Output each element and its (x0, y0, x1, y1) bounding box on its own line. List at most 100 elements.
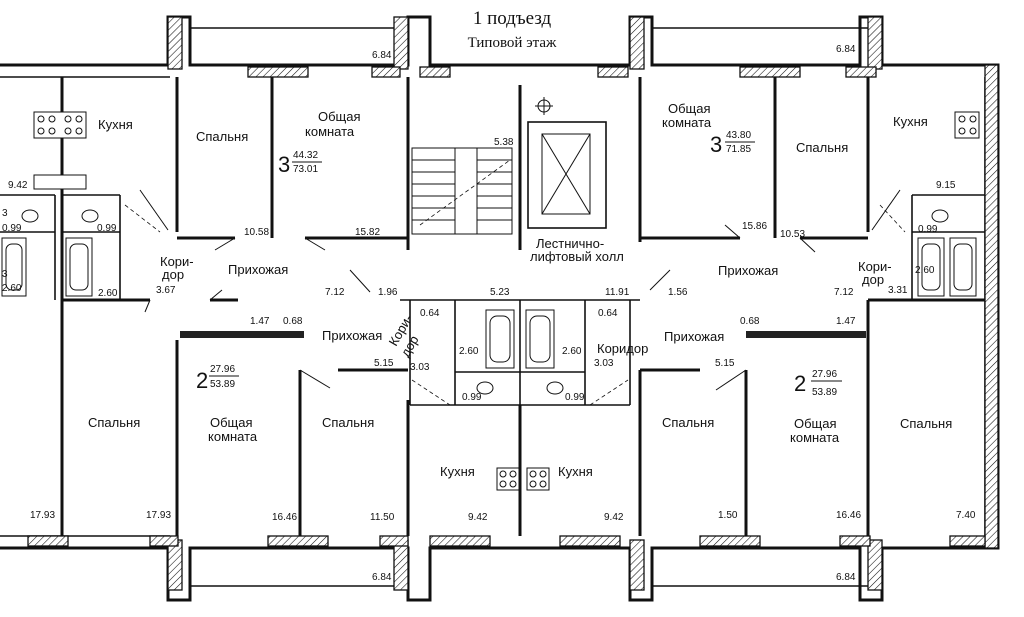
area-closet-cl: 0.64 (420, 308, 440, 319)
area-kitchen-far-left: 9.42 (8, 180, 28, 191)
apt-total-area-br: 53.89 (812, 387, 837, 398)
label-corridor-tr-1: Кори- (858, 259, 892, 274)
label-kitchen-tr: Кухня (893, 114, 928, 129)
area-closet-br-a: 0.68 (740, 316, 760, 327)
area-corridor-tr: 3.31 (888, 285, 908, 296)
fixtures (1, 111, 980, 491)
label-kitchen-br: Кухня (558, 464, 593, 479)
page-subtitle: Типовой этаж (468, 35, 557, 51)
apt-living-area-br: 27.96 (812, 369, 837, 380)
area-balcony-bottom-right: 6.84 (836, 572, 856, 583)
area-wc-cr: 0.99 (565, 392, 585, 403)
area-stair-b: 5.23 (490, 287, 510, 298)
apt-rooms-bl: 2 (196, 368, 208, 393)
label-bedroom-tl: Спальня (196, 129, 248, 144)
label-kitchen-bl: Кухня (440, 464, 475, 479)
area-closet-br-b: 1.47 (836, 316, 856, 327)
area-living-tl: 15.82 (355, 227, 380, 238)
area-bedroom-tr: 10.53 (780, 229, 805, 240)
hatched-pilasters (27, 16, 999, 591)
area-lobby-mid: 11.91 (605, 287, 630, 298)
interior-walls (0, 77, 985, 536)
area-kitchen-tr: 9.15 (936, 180, 956, 191)
area-wc-tl: 0.99 (97, 223, 117, 234)
area-hall-tr: 7.12 (834, 287, 854, 298)
label-bedroom-far-left: Спальня (88, 415, 140, 430)
label-corridor-tl-2: дор (162, 267, 184, 282)
area-balcony-bottom-left: 6.84 (372, 572, 392, 583)
label-corridor-cr: Коридор (597, 341, 648, 356)
apt-living-area-bl: 27.96 (210, 364, 235, 375)
apt-total-area-tr: 71.85 (726, 144, 751, 155)
balconies (190, 27, 868, 587)
area-bedroom-far-left: 17.93 (30, 510, 55, 521)
area-bath-far-left-c: 3 (2, 269, 8, 280)
label-living-bl-2: комната (208, 429, 258, 444)
area-bath-tl: 2.60 (98, 288, 118, 299)
area-bath-cr: 2.60 (562, 346, 582, 357)
area-balcony-top-right: 6.84 (836, 44, 856, 55)
area-stair-a: 5.38 (494, 137, 514, 148)
area-bedroom-far-right: 7.40 (956, 510, 976, 521)
area-closet-bl-a: 1.47 (250, 316, 270, 327)
area-bedroom-bl: 17.93 (146, 510, 171, 521)
area-living-bl: 16.46 (272, 512, 297, 523)
area-kitchen-br: 9.42 (604, 512, 624, 523)
label-corridor-tl-1: Кори- (160, 254, 194, 269)
label-living-tr-1: Общая (668, 101, 711, 116)
door-swings (124, 189, 906, 406)
area-corridor-cr: 3.03 (594, 358, 614, 369)
area-hall-tl-b: 1.96 (378, 287, 398, 298)
apt-living-area-tl: 44.32 (293, 150, 318, 161)
label-living-tl-1: Общая (318, 109, 361, 124)
area-corridor-cl: 3.03 (410, 362, 430, 373)
label-living-tr-2: комната (662, 115, 712, 130)
label-bedroom-br: Спальня (662, 415, 714, 430)
apt-rooms-br: 2 (794, 371, 806, 396)
label-bedroom-tr: Спальня (796, 140, 848, 155)
apt-rooms-tr: 3 (710, 132, 722, 157)
label-bedroom-far-right: Спальня (900, 416, 952, 431)
area-living-tr: 15.86 (742, 221, 767, 232)
area-hall-cr: 5.15 (715, 358, 735, 369)
area-hall-tr-b: 1.56 (668, 287, 688, 298)
apt-living-area-tr: 43.80 (726, 130, 751, 141)
area-balcony-top-left: 6.84 (372, 50, 392, 61)
area-kitchen-bl: 9.42 (468, 512, 488, 523)
page-title: 1 подъезд (473, 8, 552, 29)
area-bath-far-left-b: 0.99 (2, 223, 22, 234)
area-bath-far-left-d: 2.60 (2, 283, 22, 294)
label-hall-cl: Прихожая (322, 328, 382, 343)
label-living-bl-1: Общая (210, 415, 253, 430)
area-closet-bl-b: 0.68 (283, 316, 303, 327)
label-living-tl-2: комната (305, 124, 355, 139)
area-bath-far-left-a: 3 (2, 208, 8, 219)
label-stair-2: лифтовый холл (530, 249, 624, 264)
area-wc-tr: 0.99 (918, 224, 938, 235)
label-stair-1: Лестнично- (536, 236, 604, 251)
area-hall-cl: 5.15 (374, 358, 394, 369)
apt-total-area-bl: 53.89 (210, 379, 235, 390)
label-hall-tr: Прихожая (718, 263, 778, 278)
elevator (527, 97, 607, 229)
apt-rooms-tl: 3 (278, 152, 290, 177)
label-corridor-tr-2: дор (862, 272, 884, 287)
apt-total-area-tl: 73.01 (293, 164, 318, 175)
area-living-br: 16.46 (836, 510, 861, 521)
label-kitchen-tl: Кухня (98, 117, 133, 132)
area-bath-tr: 2.60 (915, 265, 935, 276)
area-bedroom-bl2: 11.50 (370, 512, 395, 523)
area-hall-tl: 7.12 (325, 287, 345, 298)
label-hall-cr: Прихожая (664, 329, 724, 344)
area-bath-cl: 2.60 (459, 346, 479, 357)
label-bedroom-bl: Спальня (322, 415, 374, 430)
area-bedroom-tl: 10.58 (244, 227, 269, 238)
staircase (411, 147, 513, 235)
area-corridor-tl: 3.67 (156, 285, 176, 296)
label-living-br-1: Общая (794, 416, 837, 431)
label-hall-tl: Прихожая (228, 262, 288, 277)
area-closet-cr: 0.64 (598, 308, 618, 319)
label-living-br-2: комната (790, 430, 840, 445)
area-bedroom-br2: 1.50 (718, 510, 738, 521)
